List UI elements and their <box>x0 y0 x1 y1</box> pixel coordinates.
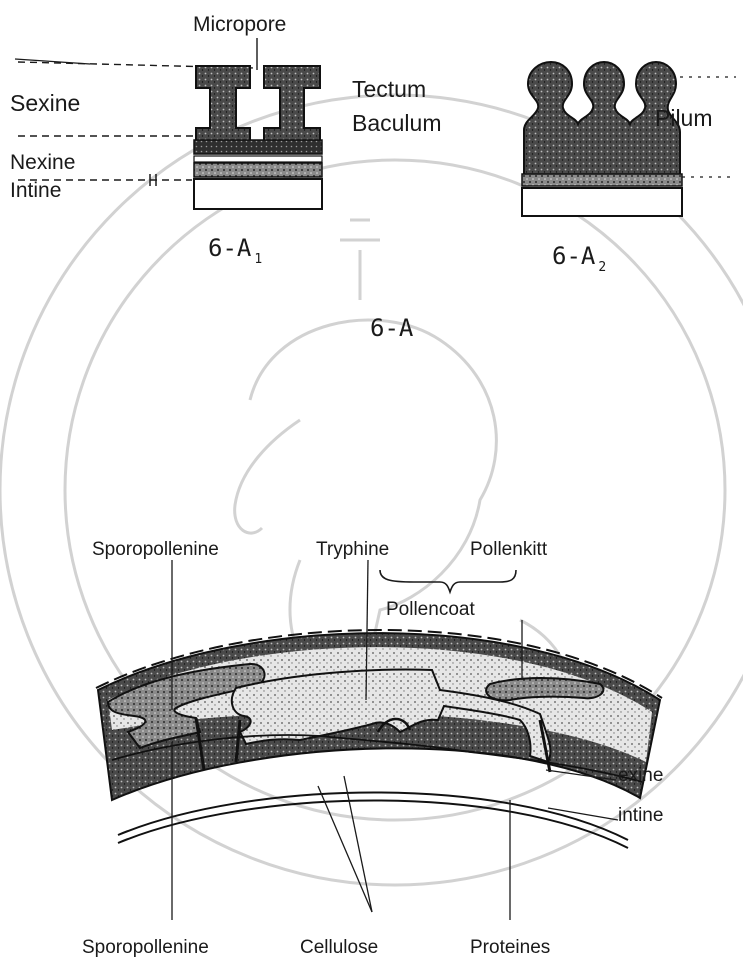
label-exine: exine <box>618 766 663 785</box>
label-cellulose: Cellulose <box>300 938 378 957</box>
label-sexine: Sexine <box>10 92 80 115</box>
label-sporopollenine-bottom: Sporopollenine <box>82 938 209 957</box>
label-nexine: Nexine <box>10 152 75 173</box>
label-baculum: Baculum <box>352 112 441 135</box>
label-pollenkitt: Pollenkitt <box>470 540 547 559</box>
label-micropore: Micropore <box>193 14 286 35</box>
pollen-wall-section-drawing <box>96 560 662 920</box>
figure-title-6a: 6-A <box>370 316 413 340</box>
label-sporopollenine-top: Sporopollenine <box>92 540 219 559</box>
label-proteines: Proteines <box>470 938 550 957</box>
label-intine-a: Intine <box>10 180 61 201</box>
panel-6a2-drawing <box>522 62 736 216</box>
label-pilum: Pilum <box>655 107 713 130</box>
label-intine-b: intine <box>618 806 663 825</box>
label-tryphine: Tryphine <box>316 540 389 559</box>
label-tectum: Tectum <box>352 78 426 101</box>
label-pollencoat: Pollencoat <box>386 600 475 619</box>
